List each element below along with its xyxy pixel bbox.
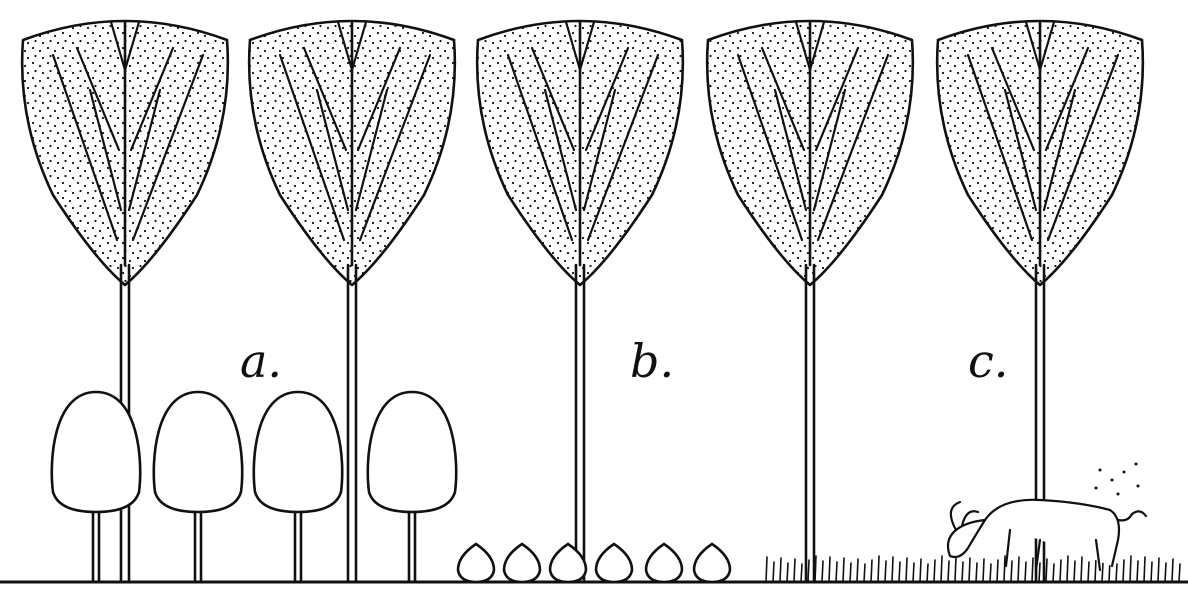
small-understory-tree <box>154 392 242 582</box>
small-understory-tree <box>52 392 140 582</box>
small-understory-tree <box>254 392 342 582</box>
small-understory-tree <box>368 392 456 582</box>
small-tree-crown <box>368 392 456 512</box>
seedling-mound <box>458 544 494 582</box>
tall-tree <box>937 21 1143 582</box>
fly-speck <box>1095 487 1098 490</box>
panel-label-b: b. <box>630 338 674 384</box>
seedling-mound <box>646 544 682 582</box>
small-tree-crown <box>52 392 140 512</box>
small-tree-crown <box>154 392 242 512</box>
grass-strip <box>766 556 1180 582</box>
seedling-mound <box>596 544 632 582</box>
seedling-mound <box>550 544 586 582</box>
tall-tree <box>477 21 683 582</box>
panel-label-c: c. <box>968 338 1008 384</box>
tall-tree <box>707 21 913 582</box>
seedling-mound <box>504 544 540 582</box>
fly-speck <box>1135 463 1138 466</box>
cow-tail <box>1118 511 1146 520</box>
fly-speck <box>1123 471 1126 474</box>
fly-speck <box>1117 493 1120 496</box>
small-tree-crown <box>254 392 342 512</box>
fly-speck <box>1099 469 1102 472</box>
fly-speck <box>1111 479 1114 482</box>
fly-speck <box>1137 485 1140 488</box>
seedling-mound <box>694 544 730 582</box>
panel-label-a: a. <box>240 338 282 384</box>
